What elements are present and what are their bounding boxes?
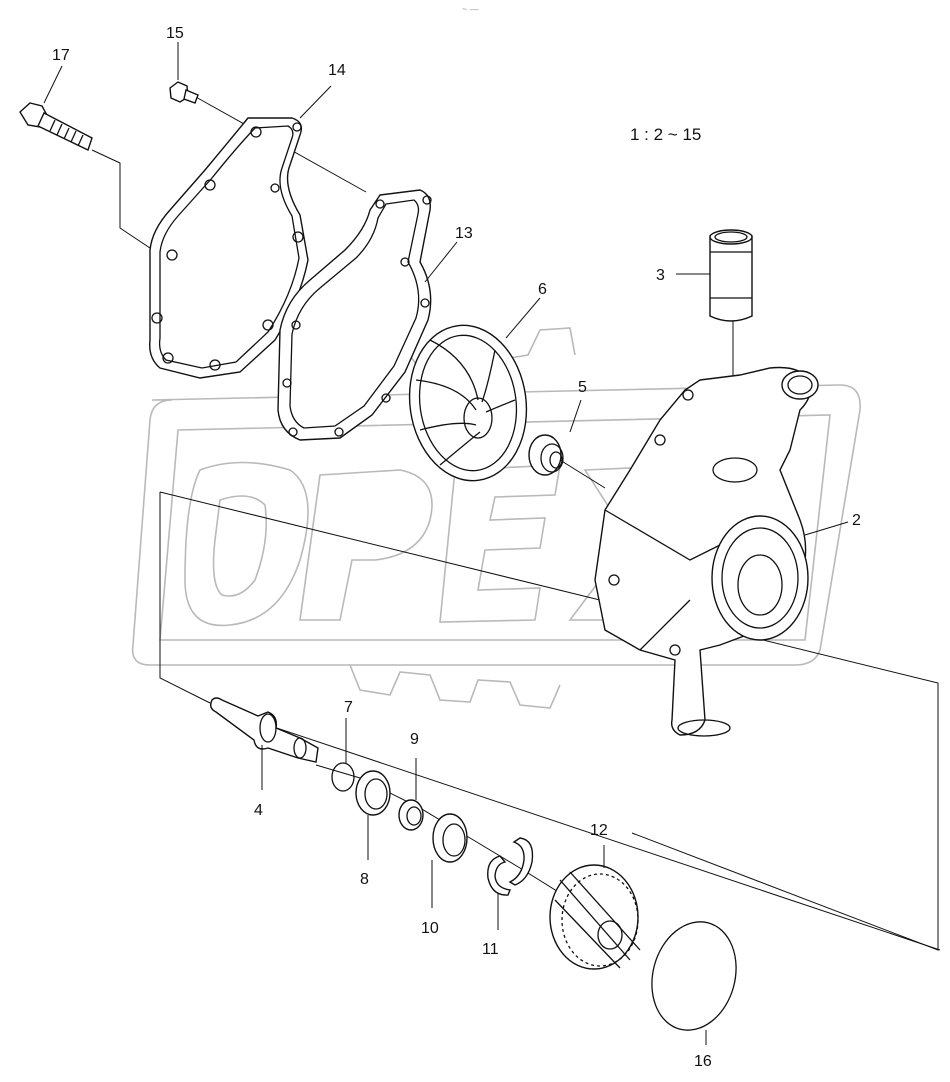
label-6: 6 [538,281,547,298]
gasket-13 [277,189,432,441]
spacer-9 [398,758,424,831]
label-12: 12 [590,822,608,839]
label-leaders [43,42,849,536]
label-10: 10 [421,920,439,937]
seal-5 [528,434,564,476]
gear-12 [549,845,641,970]
bearing-8 [355,770,391,860]
bolt-17 [19,102,93,151]
top-mark: ~ — [462,4,479,14]
label-9: 9 [410,731,419,748]
label-14: 14 [328,62,346,79]
part-labels: 17 15 14 13 6 5 3 2 4 7 9 8 10 11 12 16 … [52,4,861,1070]
label-15: 15 [166,25,184,42]
impeller-6 [408,324,528,482]
label-16: 16 [694,1053,712,1070]
label-3: 3 [656,267,665,284]
scale-note: 1 : 2 ~ 15 [630,125,701,144]
o-ring-16 [651,921,737,1045]
screw-15 [169,81,199,104]
bearing-10 [431,813,468,908]
label-13: 13 [455,225,473,242]
label-2: 2 [852,512,861,529]
cover-plate-14 [149,117,309,379]
label-4: 4 [254,802,263,819]
label-11: 11 [482,941,499,958]
label-5: 5 [578,379,587,396]
label-17: 17 [52,47,70,64]
circlip-11 [487,837,534,930]
label-7: 7 [344,699,353,716]
pipe-3 [709,229,753,322]
label-8: 8 [360,871,369,888]
shaft-4 [209,697,319,790]
pump-housing-2 [594,366,819,737]
ring-7 [331,718,355,792]
